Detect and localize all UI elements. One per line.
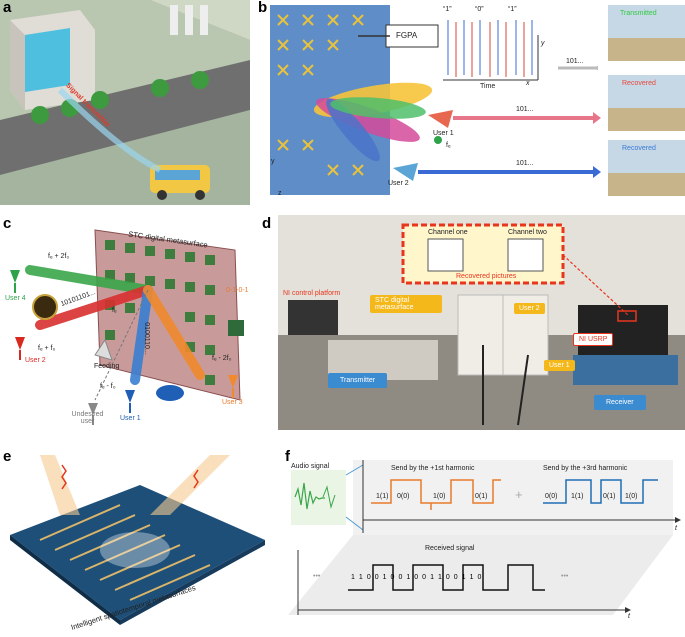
received-bit: 0 xyxy=(366,574,371,581)
metasurface-beam-illustration xyxy=(270,5,685,196)
panel-a-label: a xyxy=(3,0,12,16)
received-bit: 1 xyxy=(382,574,387,581)
h1-bit-3: 1(0) xyxy=(433,493,446,500)
audio-signal-label: Audio signal xyxy=(291,463,330,470)
photo-3-caption: Recovered xyxy=(622,145,656,152)
received-bit: 0 xyxy=(414,574,419,581)
ni-usrp-tag: NI USRP xyxy=(573,333,614,346)
received-bit: 0 xyxy=(445,574,450,581)
user-2-tag: User 2 xyxy=(514,303,545,314)
h3-bit-1: 0(0) xyxy=(545,493,558,500)
channel-one-label: Channel one xyxy=(428,229,468,236)
transmitter-tag: Transmitter xyxy=(328,373,388,388)
received-bit: 1 xyxy=(430,574,434,581)
stc-metasurface-diagram xyxy=(10,229,244,425)
panel-d: Channel one Channel two Recovered pictur… xyxy=(278,215,685,430)
user-4-label: User 4 xyxy=(5,295,26,302)
panel-c-label: c xyxy=(3,215,12,232)
received-bit: 0 xyxy=(390,574,395,581)
user-2-label-c: User 2 xyxy=(25,357,46,364)
h3-bit-2: 1(1) xyxy=(571,493,584,500)
feeding-label: Feeding xyxy=(94,363,120,370)
intelligent-metasurface-illustration xyxy=(10,455,265,625)
photo-2-caption: Recovered xyxy=(622,80,656,87)
harmonic-3-title: Send by the +3rd harmonic xyxy=(543,465,628,472)
dots-right: ••• xyxy=(561,573,569,580)
fpga-label: FGPA xyxy=(396,31,418,40)
user-3-label-c: User 3 xyxy=(222,399,243,406)
freq-fc-minus-f0: fₑ - f₀ xyxy=(100,383,116,390)
freq-fc-plus-f0: fₑ + f₀ xyxy=(38,345,56,352)
panel-e-label: e xyxy=(3,448,12,465)
received-bit: 1 xyxy=(437,574,442,581)
undesired-user-label: Undesired user xyxy=(71,411,104,425)
harmonic-1-title: Send by the +1st harmonic xyxy=(391,465,475,472)
bitstream-user2: 101... xyxy=(516,160,534,167)
received-bit: 0 xyxy=(477,574,482,581)
surface-z-label: z xyxy=(278,190,282,197)
lab-setup-photo xyxy=(278,215,685,430)
received-bit: 1 xyxy=(469,574,474,581)
user-1-tag: User 1 xyxy=(544,360,575,371)
t-axis-top: t xyxy=(675,525,677,532)
h1-bit-4: 0(1) xyxy=(475,493,488,500)
panel-b: FGPA “1” “0” “1” Time y x 101... 101... … xyxy=(268,0,685,205)
photo-1-caption: Transmitted xyxy=(620,10,657,17)
y-axis-label: y xyxy=(541,40,545,47)
panel-b-label: b xyxy=(258,0,268,16)
freq-fc: fₑ xyxy=(112,307,117,314)
freq-fc-minus-2f0: fₑ - 2f₀ xyxy=(212,355,232,362)
received-bit: 1 xyxy=(461,574,466,581)
received-bit: 0 xyxy=(374,574,379,581)
received-bit: 0 xyxy=(398,574,403,581)
h3-bit-3: 0(1) xyxy=(603,493,616,500)
t-axis-bottom: t xyxy=(628,613,630,620)
ni-control-platform-label: NI control platform xyxy=(283,290,341,297)
received-signal-label: Received signal xyxy=(425,545,475,552)
freq-fc-plus-2f0: fₑ + 2f₀ xyxy=(48,253,70,260)
h1-bit-1: 1(1) xyxy=(376,493,389,500)
surface-y-label: y xyxy=(271,158,275,165)
bitstream-user1: 101... xyxy=(516,106,534,113)
panel-f: Audio signal Send by the +1st harmonic S… xyxy=(283,445,685,637)
h1-bit-2: 0(0) xyxy=(397,493,410,500)
time-axis-label: Time xyxy=(480,83,496,90)
panel-a: Signal transmitter xyxy=(0,0,250,205)
code-0101: 0-1-0-1 xyxy=(226,287,249,294)
user-1-label-c: User 1 xyxy=(120,415,141,422)
bit-3-label: “1” xyxy=(508,6,517,13)
panel-d-label: d xyxy=(262,215,272,232)
x-axis-label: x xyxy=(526,80,530,87)
bit-2-label: “0” xyxy=(475,6,484,13)
dots-left: ••• xyxy=(313,573,321,580)
received-bit: 1 xyxy=(351,574,355,581)
fc-label: fₑ xyxy=(446,142,451,149)
panel-c: STC digital metasurface fₑ + 2f₀ fₑ + f₀… xyxy=(0,215,265,430)
received-bit: 1 xyxy=(406,574,411,581)
h3-bit-4: 1(0) xyxy=(625,493,638,500)
plus-sign: + xyxy=(515,487,523,502)
bit-1-label: “1” xyxy=(443,6,452,13)
user-2-label: User 2 xyxy=(388,180,409,187)
recovered-pictures-label: Recovered pictures xyxy=(456,273,517,280)
receiver-tag: Receiver xyxy=(594,395,646,410)
bitstream-top: 101... xyxy=(566,58,584,65)
user-1-label: User 1 xyxy=(433,130,454,137)
harmonic-signal-diagram xyxy=(288,460,681,615)
received-bit: 1 xyxy=(358,574,363,581)
channel-two-label: Channel two xyxy=(508,229,547,236)
panel-e: Intelligent spatiotemporal metasurfaces xyxy=(0,445,270,637)
stc-metasurface-tag: STC digital metasurface xyxy=(370,295,442,313)
received-bit: 0 xyxy=(453,574,458,581)
code-0100110: 0100110... xyxy=(142,322,150,355)
received-bit: 0 xyxy=(422,574,427,581)
panel-f-label: f xyxy=(285,448,290,465)
received-bits-row: 1 1 0 0 1 0 0 1 0 0 1 1 0 0 1 1 0 xyxy=(351,574,481,581)
city-scene-illustration xyxy=(0,0,250,205)
